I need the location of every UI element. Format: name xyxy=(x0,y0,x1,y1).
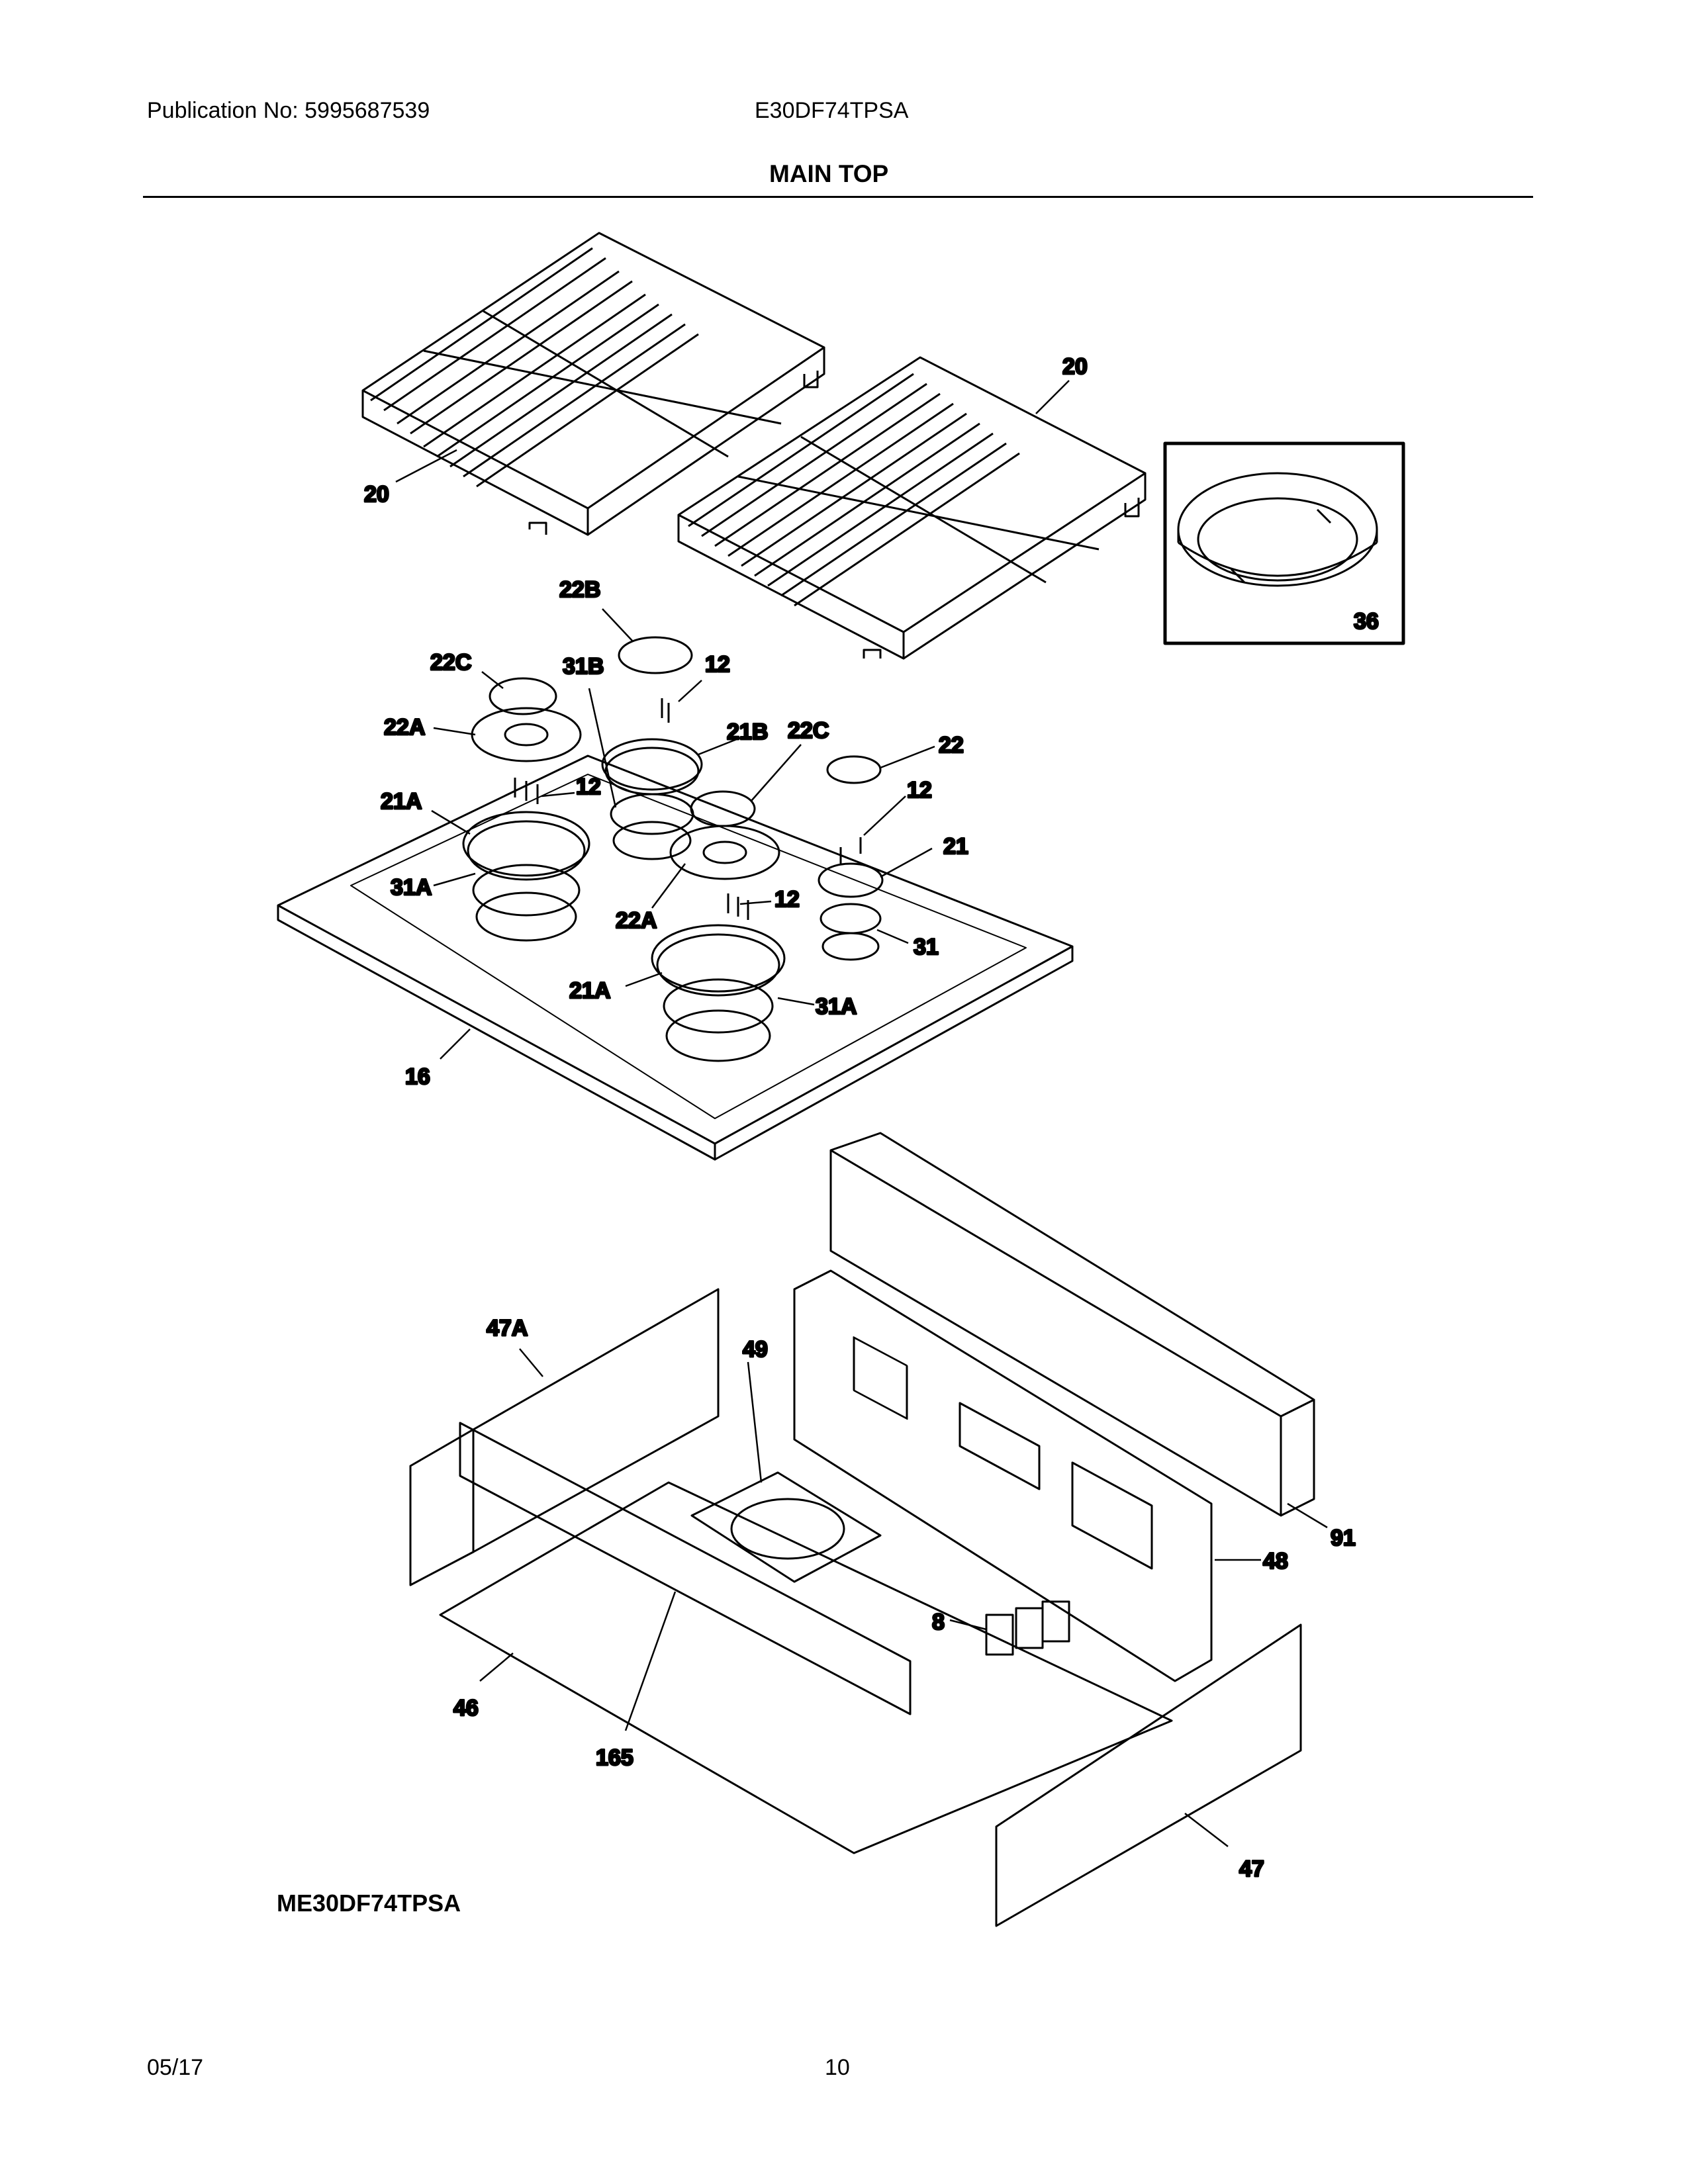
callout-31: 31 xyxy=(914,934,939,960)
callout-22b: 22B xyxy=(559,577,600,602)
side-panel-47a xyxy=(409,1288,720,1586)
right-grate xyxy=(677,356,1147,660)
callout-22a-left: 22A xyxy=(384,715,425,740)
callout-grate-right: 20 xyxy=(1062,354,1088,379)
footer-date: 05/17 xyxy=(147,2055,204,2080)
callout-31a-front: 31A xyxy=(816,994,857,1019)
callout-47a: 47A xyxy=(487,1316,528,1341)
callout-21b: 21B xyxy=(727,719,768,745)
bottom-panel-46 xyxy=(439,1481,1173,1854)
callout-8: 8 xyxy=(932,1610,945,1635)
callout-91: 91 xyxy=(1331,1525,1356,1551)
model-number: E30DF74TPSA xyxy=(755,98,909,123)
callout-165: 165 xyxy=(596,1745,633,1770)
backguard-91 xyxy=(829,1132,1315,1517)
page-number: 10 xyxy=(825,2055,850,2080)
callout-12-right: 12 xyxy=(907,778,932,803)
cooktop-16 xyxy=(277,754,1074,1161)
callout-22: 22 xyxy=(939,733,964,758)
callout-22a-center: 22A xyxy=(616,908,657,933)
callout-22c-left: 22C xyxy=(430,650,471,675)
diagram-id: ME30DF74TPSA xyxy=(277,1889,461,1917)
switch-8 xyxy=(985,1600,1070,1656)
callout-21: 21 xyxy=(943,834,968,859)
header-divider xyxy=(143,196,1533,198)
callout-21a-front: 21A xyxy=(569,978,610,1003)
publication-number: Publication No: 5995687539 xyxy=(147,98,430,123)
callout-12-mid: 12 xyxy=(576,774,601,799)
callout-12-front: 12 xyxy=(774,887,800,912)
callout-12-top: 12 xyxy=(705,652,730,677)
callout-48: 48 xyxy=(1263,1549,1288,1574)
callout-31a-left: 31A xyxy=(391,875,432,900)
rear-panel-48 xyxy=(793,1269,1213,1682)
callout-21a-left: 21A xyxy=(381,789,422,814)
callout-46: 46 xyxy=(453,1696,479,1721)
leader-lines xyxy=(395,380,1328,1847)
left-grate xyxy=(361,232,825,536)
inset-ring-box xyxy=(1163,441,1405,645)
side-panel-47 xyxy=(995,1623,1302,1927)
burner-box-49 xyxy=(690,1471,882,1583)
callout-47: 47 xyxy=(1239,1856,1264,1882)
callout-31b: 31B xyxy=(563,654,604,679)
front-rail-165 xyxy=(459,1422,912,1715)
callout-16: 16 xyxy=(405,1064,430,1089)
callout-inset-ring: 36 xyxy=(1354,609,1379,634)
burner-parts xyxy=(462,636,884,1062)
callout-49: 49 xyxy=(743,1337,768,1362)
page-title: MAIN TOP xyxy=(769,160,889,187)
callout-22c-right: 22C xyxy=(788,718,829,743)
callout-grate-left: 20 xyxy=(364,482,389,507)
